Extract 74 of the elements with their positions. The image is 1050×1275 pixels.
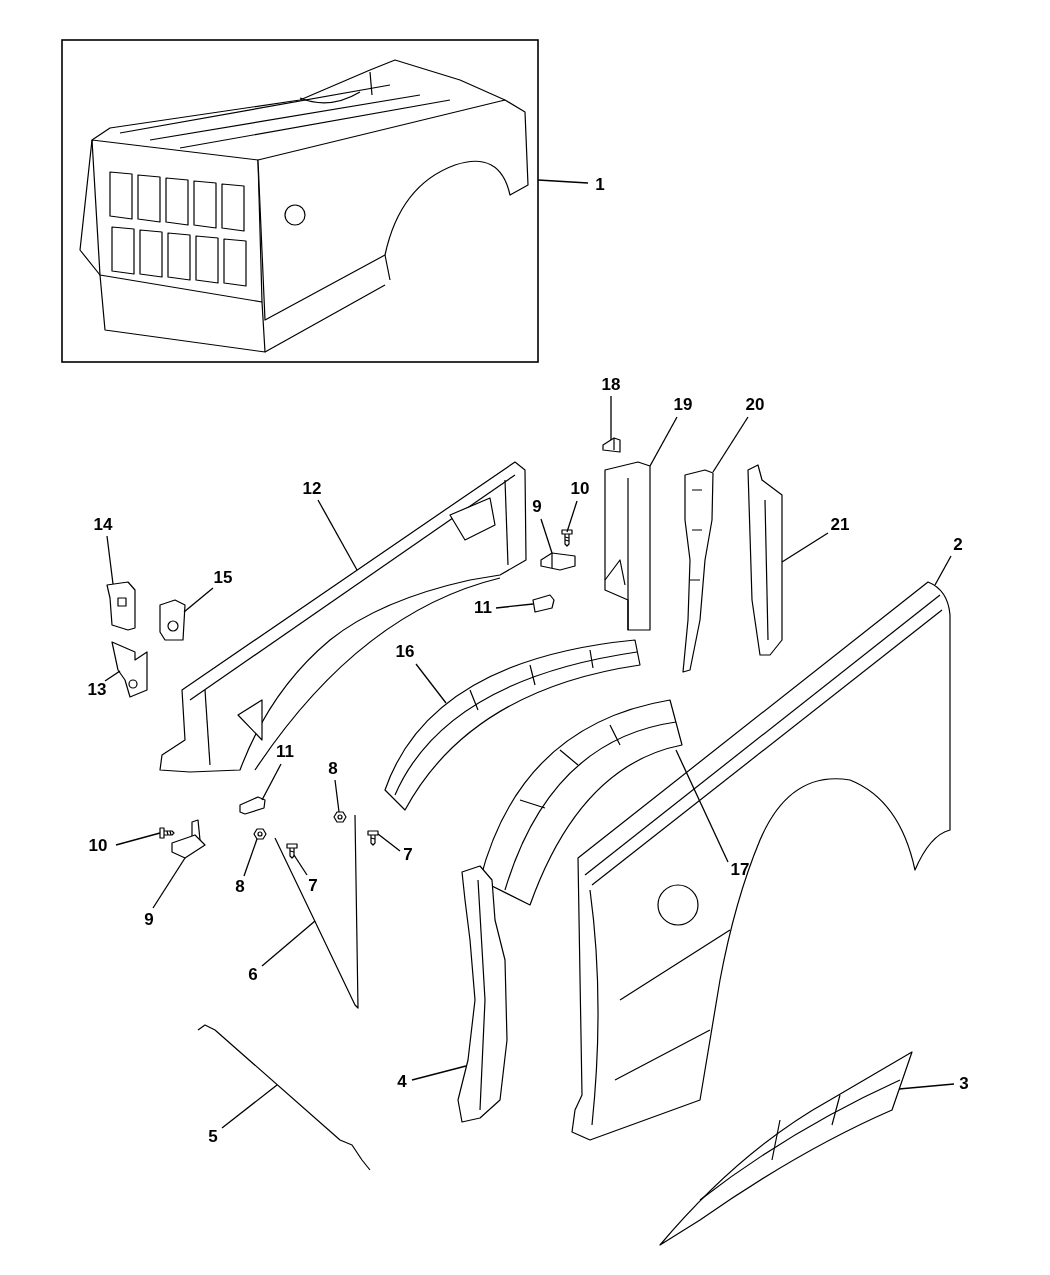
leader-line [115, 832, 161, 846]
leader-line [317, 499, 358, 571]
callout-number: 7 [403, 846, 413, 864]
leader-line [781, 532, 829, 563]
callout-number: 10 [570, 480, 590, 498]
leader-line [537, 179, 589, 184]
rod [197, 1024, 371, 1171]
leader-line [261, 763, 282, 801]
leader-line [540, 518, 553, 554]
callout-number: 8 [328, 760, 338, 778]
leader-line [415, 663, 447, 704]
callout-number: 18 [601, 376, 621, 394]
leader-line [649, 416, 678, 467]
callout-number: 7 [308, 877, 318, 895]
callout-number: 21 [830, 516, 850, 534]
leader-line [495, 603, 534, 609]
screw [159, 827, 175, 839]
leader-line [221, 1084, 278, 1129]
callout-number: 10 [88, 837, 108, 855]
clip [532, 594, 555, 613]
leader-line [610, 395, 612, 441]
callout-number: 11 [276, 743, 294, 761]
callout-number: 16 [395, 643, 415, 661]
callout-number: 13 [87, 681, 107, 699]
decal [659, 1051, 913, 1246]
leader-line [106, 535, 114, 585]
clip [171, 819, 206, 859]
callout-number: 5 [208, 1128, 218, 1146]
leader-line [411, 1065, 467, 1081]
nut [333, 811, 347, 823]
nut [253, 828, 267, 840]
callout-number: 12 [302, 480, 322, 498]
callout-number: 3 [959, 1075, 969, 1093]
leader-line [104, 670, 121, 682]
wheelhouse-liner [384, 639, 641, 811]
reinforcement-strip [682, 469, 714, 673]
callout-number: 4 [397, 1073, 407, 1091]
leader-line [183, 587, 214, 613]
leader-line [934, 555, 952, 586]
leader-line [712, 416, 749, 473]
pillar-panel [604, 461, 651, 631]
bracket [159, 599, 186, 641]
gusset-bracket [602, 437, 621, 453]
leader-line [898, 1083, 955, 1090]
callout-number: 6 [248, 966, 258, 984]
leader-line [243, 838, 258, 877]
leader-line [377, 833, 401, 852]
callout-number: 2 [953, 536, 963, 554]
bracket [106, 581, 136, 631]
callout-number: 9 [144, 911, 154, 929]
callout-number: 14 [93, 516, 113, 534]
leader-line [334, 779, 340, 813]
callout-number: 17 [730, 861, 750, 879]
leader-line [261, 920, 316, 967]
clip [239, 796, 266, 815]
callout-number: 9 [532, 498, 542, 516]
callout-number: 19 [673, 396, 693, 414]
callout-number: 11 [474, 599, 492, 617]
callout-number: 20 [745, 396, 765, 414]
leader-line [566, 500, 578, 533]
inner-side-panel [159, 461, 527, 773]
callout-number: 15 [213, 569, 233, 587]
panel [457, 865, 508, 1123]
bracket [111, 641, 148, 698]
rod [274, 814, 359, 1009]
leader-line [293, 854, 308, 876]
pillar-panel [747, 464, 783, 656]
leader-line [152, 857, 186, 909]
screw [367, 830, 379, 846]
clip [540, 552, 576, 571]
screw [561, 529, 573, 547]
leader-line [675, 749, 729, 863]
callout-number: 8 [235, 878, 245, 896]
callout-number: 1 [595, 176, 605, 194]
